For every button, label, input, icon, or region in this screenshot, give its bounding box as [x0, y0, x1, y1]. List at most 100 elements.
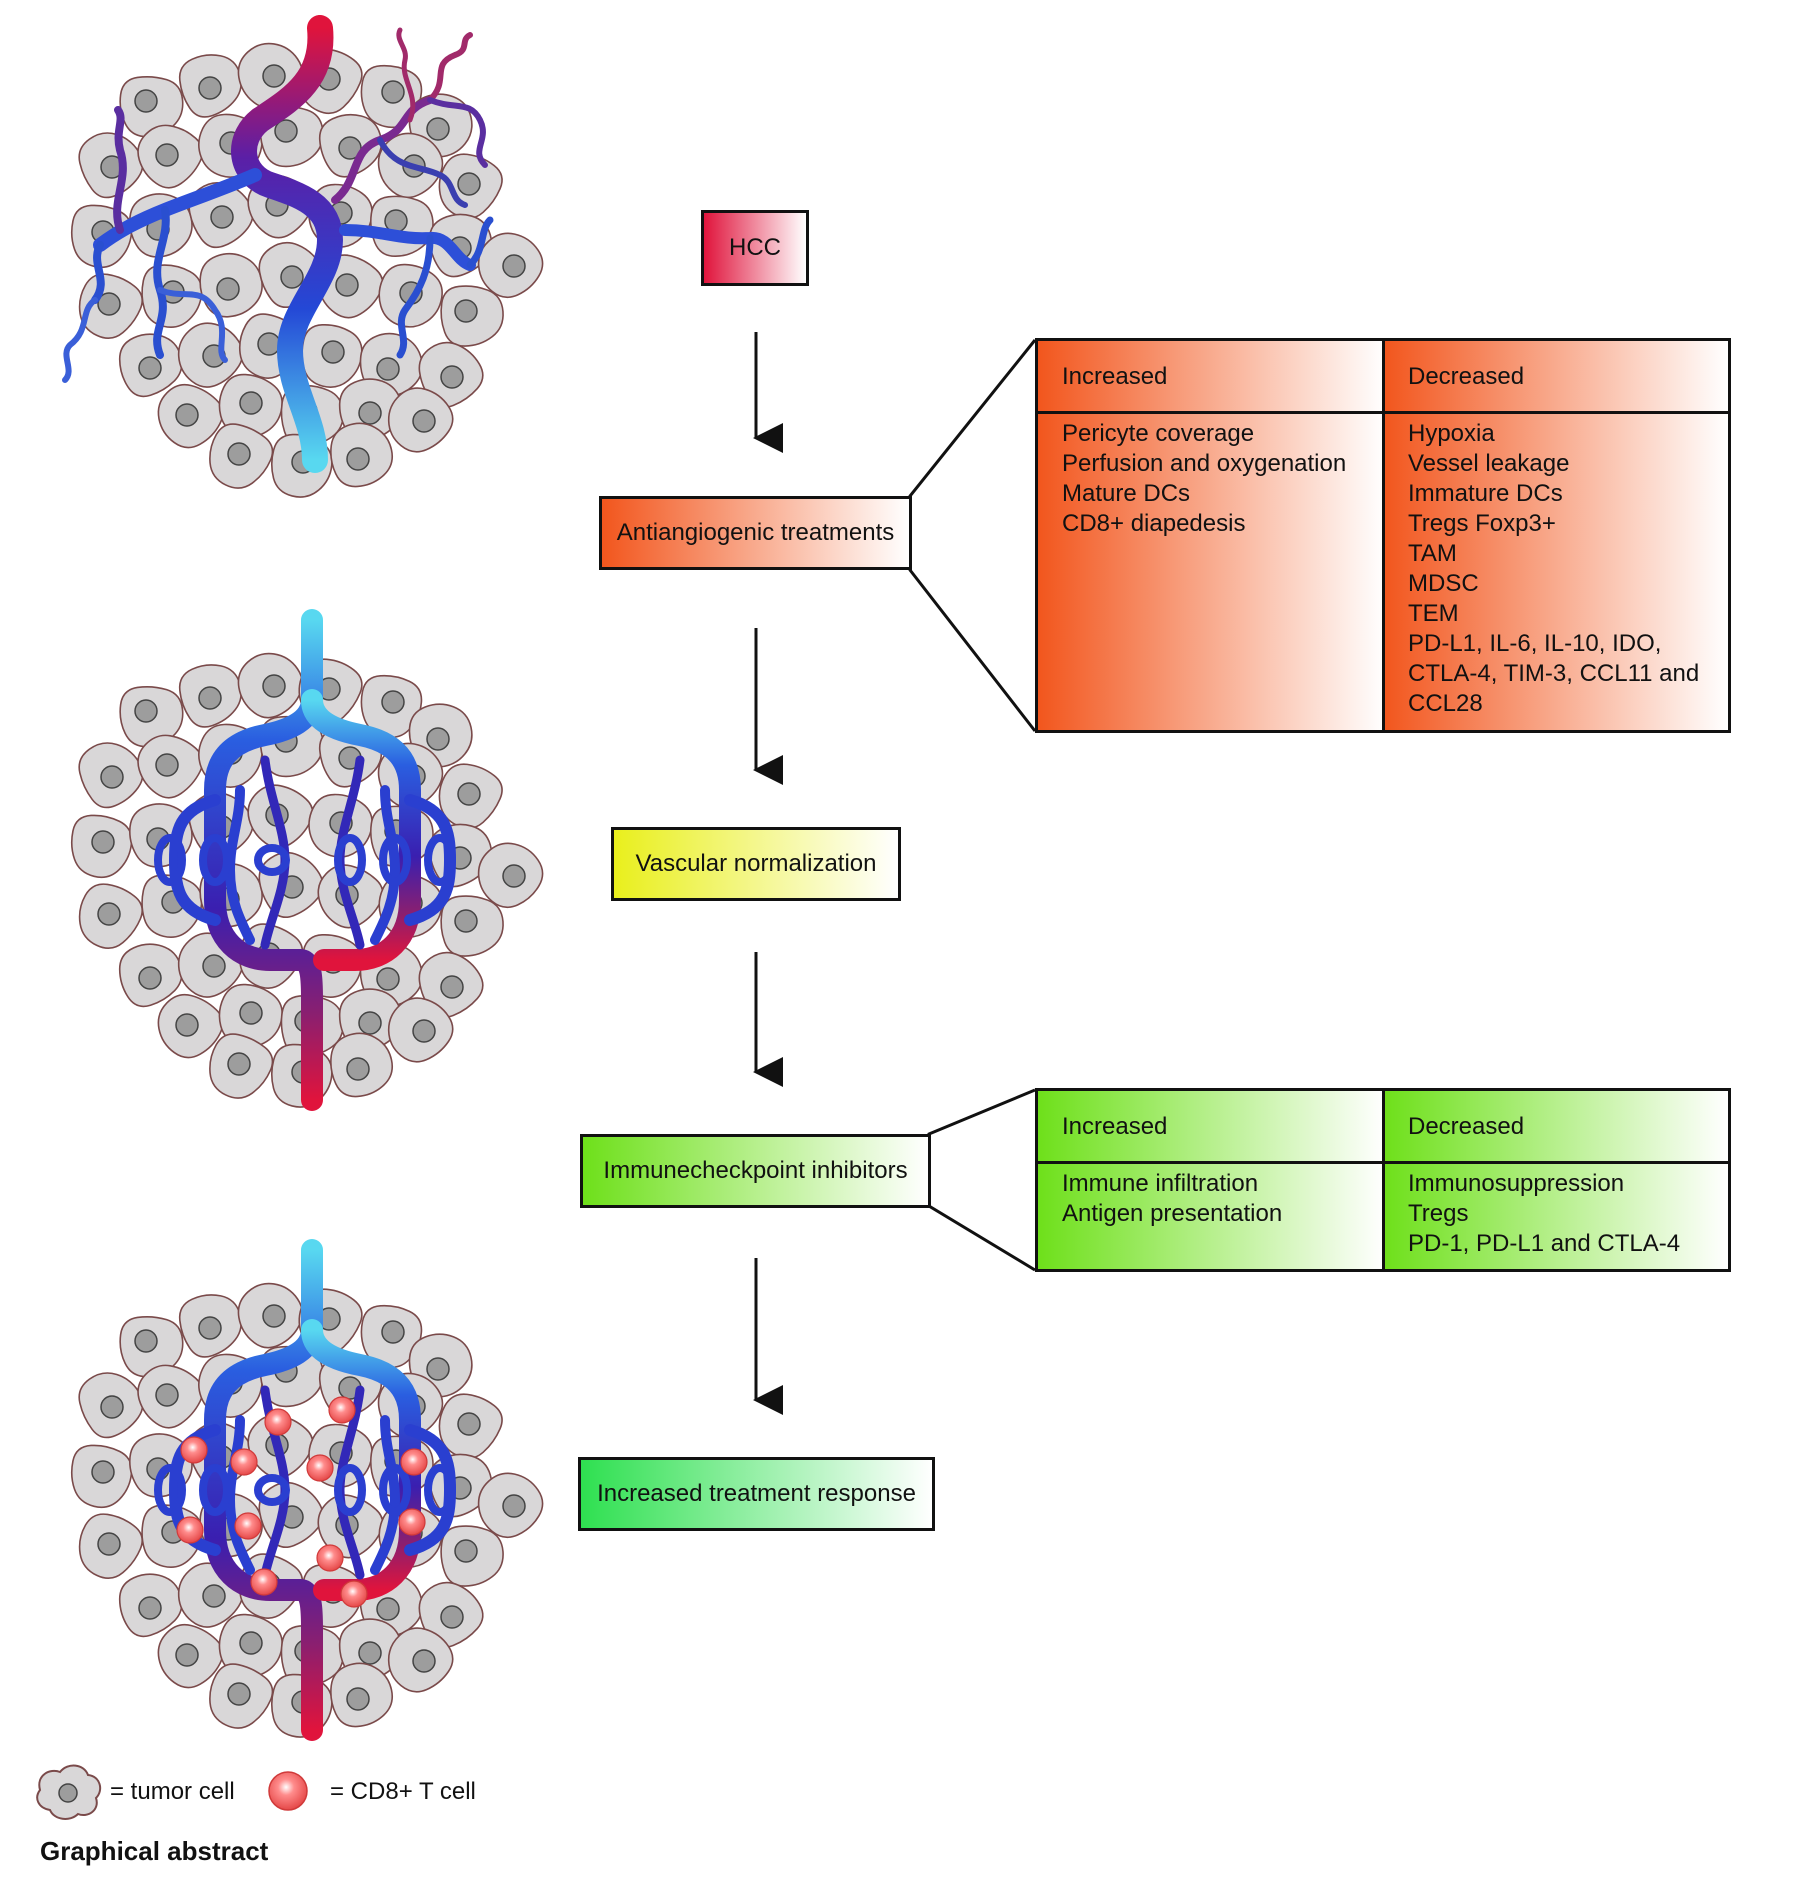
decreased-item: Tregs: [1408, 1200, 1469, 1227]
tumor-cell-nucleus: [346, 1687, 370, 1711]
cd8-t-cell: [264, 1408, 292, 1436]
tumor-cell-nucleus: [175, 1013, 199, 1037]
tumor-cell-nucleus: [100, 1395, 124, 1419]
tumor-cell-nucleus: [457, 172, 481, 196]
increased-item: Pericyte coverage: [1062, 420, 1255, 447]
vessel-normalized: [154, 609, 456, 1111]
tumor-cell-nucleus: [376, 1597, 400, 1621]
tumor-cell-nucleus: [440, 975, 464, 999]
table2-increased-header-cell: Increased: [1038, 1091, 1384, 1163]
table2-decreased-header-cell: Decreased: [1384, 1091, 1728, 1163]
tumor-cell-nucleus: [134, 699, 158, 723]
tumor-cell-nucleus: [412, 1649, 436, 1673]
tumor-cell-nucleus: [198, 76, 222, 100]
table1-increased-header-cell: Increased: [1038, 341, 1384, 413]
tumor-cell-nucleus: [457, 782, 481, 806]
tumor-cell-nucleus: [239, 1001, 263, 1025]
tumor-cell-nucleus: [381, 1320, 405, 1344]
tumor-cell-nucleus: [321, 340, 345, 364]
tumor-cell-nucleus: [358, 1011, 382, 1035]
increased-item: Perfusion and oxygenation: [1062, 450, 1347, 477]
callout-antiangiogenic: [908, 339, 1037, 732]
tumor-cell-nucleus: [210, 205, 234, 229]
tumor-cell-nucleus: [381, 690, 405, 714]
tumor-cell-nucleus: [502, 254, 526, 278]
tumor-cell-nucleus: [262, 1304, 286, 1328]
table2-increased-header: Increased: [1062, 1113, 1168, 1140]
decreased-item: Immunosuppression: [1408, 1170, 1625, 1197]
table1-decreased-header-cell: Decreased: [1384, 341, 1728, 413]
tumor-cell-nucleus: [239, 1631, 263, 1655]
tumor-cell-nucleus: [138, 1596, 162, 1620]
tumor-cell-nucleus: [100, 765, 124, 789]
decreased-item: CCL28: [1408, 690, 1483, 717]
callout-connectors: [908, 339, 1037, 1272]
increased-item: Antigen presentation: [1062, 1200, 1283, 1227]
tumor-cell-nucleus: [91, 1460, 115, 1484]
tumor-cell-nucleus: [502, 864, 526, 888]
tumor-cell-nucleus: [335, 273, 359, 297]
decreased-item: CTLA-4, TIM-3, CCL11 and: [1408, 660, 1700, 687]
tumor-cell-nucleus: [227, 1682, 251, 1706]
table2-header-divider: [1038, 1161, 1728, 1164]
tumor-cell-nucleus: [358, 401, 382, 425]
legend-tumor-cell-label: = tumor cell: [110, 1778, 235, 1805]
tumor-cell-nucleus: [239, 391, 263, 415]
cd8-t-cell: [230, 1448, 258, 1476]
tumor-cell-nucleus: [138, 356, 162, 380]
tumor-cell-nucleus: [198, 1316, 222, 1340]
cd8-t-cell: [176, 1516, 204, 1544]
tumor-cell-nucleus: [134, 1329, 158, 1353]
legend-cd8-t-cell-label: = CD8+ T cell: [330, 1778, 476, 1805]
antiangiogenic-treatments-box: Antiangiogenic treatments: [599, 496, 912, 570]
tumor-cell-nucleus: [155, 143, 179, 167]
increased-item: Immune infiltration: [1062, 1170, 1259, 1197]
tumor-cell-nucleus: [346, 447, 370, 471]
tumor-cell-nucleus: [440, 365, 464, 389]
table1-increased-list: Pericyte coverage Perfusion and oxygenat…: [1038, 413, 1384, 730]
cd8-t-cell: [340, 1580, 368, 1608]
tumor-cell-nucleus: [426, 117, 450, 141]
vascular-normalization-box: Vascular normalization: [611, 827, 901, 901]
decreased-item: TEM: [1408, 600, 1459, 627]
cd8-t-cell: [398, 1508, 426, 1536]
tumor-cell-nucleus: [412, 1019, 436, 1043]
cd8-t-cell: [250, 1568, 278, 1596]
vessel-normalized-infiltrated: [154, 1239, 456, 1741]
tumor-cell-nucleus: [175, 403, 199, 427]
antiangiogenic-effects-table: Increased Decreased Pericyte coverage Pe…: [1035, 338, 1731, 733]
vessel-chaotic: [62, 15, 494, 473]
immunecheckpoint-effects-table: Increased Decreased Immune infiltration …: [1035, 1088, 1731, 1272]
decreased-item: Hypoxia: [1408, 420, 1495, 447]
tumor-cell-nucleus: [358, 1641, 382, 1665]
cd8-t-cells: [176, 1396, 428, 1608]
tumor-cell-nucleus: [134, 89, 158, 113]
tumor-cell-nucleus: [257, 332, 281, 356]
tumor-cell-nucleus: [155, 1383, 179, 1407]
tumor-cell-nucleus: [376, 357, 400, 381]
table2-decreased-header: Decreased: [1408, 1113, 1525, 1140]
decreased-item: MDSC: [1408, 570, 1479, 597]
tumor-cell-nucleus: [346, 1057, 370, 1081]
table1-column-divider: [1382, 341, 1385, 730]
tumor-cell-nucleus: [280, 265, 304, 289]
tumor-cell-nucleus: [454, 909, 478, 933]
tumor-cell-nucleus: [97, 1532, 121, 1556]
table1-decreased-header: Decreased: [1408, 363, 1525, 390]
legend-cd8-t-cell-icon: [268, 1771, 308, 1811]
table1-decreased-list: Hypoxia Vessel leakage Immature DCs Treg…: [1384, 413, 1728, 730]
decreased-item: Immature DCs: [1408, 480, 1563, 507]
tumor-cluster-bottom: [70, 1282, 544, 1738]
increased-item: CD8+ diapedesis: [1062, 510, 1246, 537]
tumor-cell-nucleus: [381, 80, 405, 104]
cd8-t-cell: [234, 1512, 262, 1540]
cd8-t-cell: [328, 1396, 356, 1424]
tumor-cell-nucleus: [274, 119, 298, 143]
tumor-cell-nucleus: [454, 299, 478, 323]
decreased-item: Tregs Foxp3+: [1408, 510, 1556, 537]
table1-header-divider: [1038, 411, 1728, 414]
tumor-cell-nucleus: [175, 1643, 199, 1667]
table2-column-divider: [1382, 1091, 1385, 1269]
decreased-item: Vessel leakage: [1408, 450, 1570, 477]
